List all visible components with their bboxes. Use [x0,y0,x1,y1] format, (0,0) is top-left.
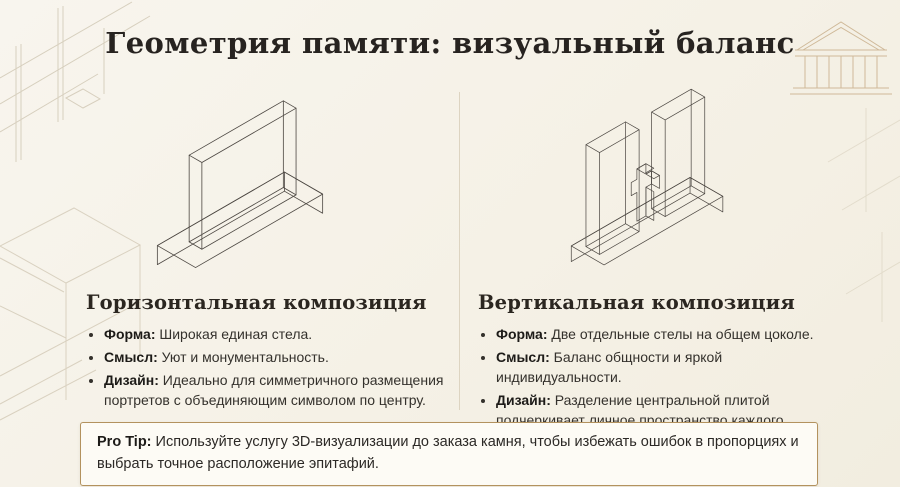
feature-label: Смысл: [104,348,158,365]
column-horizontal: Горизонтальная композиция Форма: Широкая… [86,291,448,414]
feature-text: Широкая единая стела. [155,326,313,342]
feature-list-vertical: Форма: Две отдельные стелы на общем цоко… [478,325,840,430]
feature-label: Форма: [496,326,548,342]
horizontal-monument-illustration [156,100,324,268]
feature-label: Смысл: [496,348,550,365]
column-vertical: Вертикальная композиция Форма: Две отдел… [478,291,840,433]
right-stela [651,88,706,217]
feature-label: Дизайн: [496,391,551,408]
list-item: Дизайн: Идеально для симметричного разме… [104,371,448,411]
column-heading-vertical: Вертикальная композиция [478,291,795,314]
left-stela [585,121,640,255]
pro-tip-text: Используйте услугу 3D-визуализации до за… [97,434,799,472]
sketch-right-lines [827,108,900,322]
feature-label: Дизайн: [104,371,159,388]
list-item: Смысл: Баланс общности и яркой индивидуа… [496,348,840,388]
stela [188,100,297,250]
feature-text: Баланс общности и яркой индивидуальности… [496,348,723,385]
feature-list-horizontal: Форма: Широкая единая стела. Смысл: Уют … [86,325,448,411]
feature-label: Форма: [104,326,156,342]
list-item: Форма: Две отдельные стелы на общем цоко… [496,325,840,345]
cross [630,163,660,222]
vertical-monument-illustration [570,88,724,266]
feature-text: Две отдельные стелы на общем цоколе. [547,326,814,342]
page-title: Геометрия памяти: визуальный баланс [105,26,795,60]
column-divider [459,92,460,410]
pro-tip-box: Pro Tip: Используйте услугу 3D-визуализа… [80,422,818,486]
list-item: Форма: Широкая единая стела. [104,325,448,345]
column-heading-horizontal: Горизонтальная композиция [86,291,427,314]
feature-text: Идеально для симметричного размещения по… [104,371,444,408]
list-item: Смысл: Уют и монументальность. [104,348,448,368]
pro-tip-label: Pro Tip: [97,434,152,450]
feature-text: Уют и монументальность. [157,348,329,365]
plinth [156,171,324,268]
plinth [570,177,724,266]
